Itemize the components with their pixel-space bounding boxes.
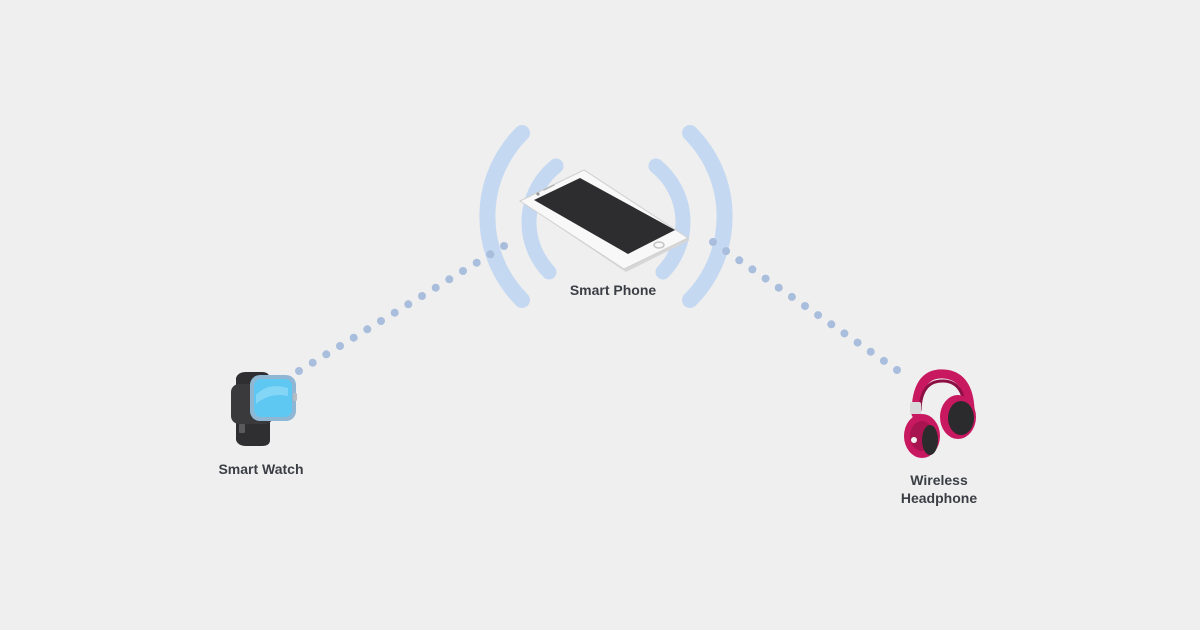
connection-dot	[349, 333, 358, 342]
signal-wave-inner-left	[521, 158, 564, 280]
connection-dot	[853, 338, 862, 347]
signal-wave-outer-left	[479, 125, 530, 308]
connection-dot	[404, 300, 413, 309]
connection-dot	[814, 311, 823, 320]
connection-dot	[377, 317, 385, 325]
connection-dot	[722, 247, 731, 256]
connection-dot	[866, 347, 875, 356]
signal-waves-icon	[479, 125, 733, 308]
connection-dot	[748, 265, 757, 274]
connection-line-headphone	[709, 238, 901, 374]
connection-dot	[774, 283, 783, 292]
connection-dot	[801, 302, 809, 310]
wireless-headphone-label: Wireless Headphone	[859, 471, 1019, 507]
smartwatch-icon	[231, 372, 297, 446]
connection-dot	[418, 292, 426, 300]
smart-watch-label: Smart Watch	[218, 461, 304, 477]
wireless-headphone-label-line1: Wireless	[910, 472, 968, 488]
connection-dot	[390, 308, 399, 317]
connection-dot	[308, 358, 317, 367]
connection-dot	[486, 250, 495, 259]
signal-wave-inner-right	[648, 158, 691, 280]
connection-dot	[893, 366, 901, 374]
connection-dot	[322, 350, 331, 359]
connection-dot	[363, 325, 372, 334]
signal-wave-outer-right	[682, 125, 733, 308]
connection-dot	[761, 274, 770, 283]
headphones-icon	[904, 369, 976, 458]
connection-dot	[336, 342, 344, 350]
connection-dot	[735, 256, 744, 265]
connection-dot	[827, 320, 836, 329]
connection-dot	[879, 356, 888, 365]
connection-dot	[787, 292, 796, 301]
connection-line-watch	[295, 242, 508, 375]
connection-dot	[500, 242, 508, 250]
connection-dot	[295, 367, 303, 375]
wireless-headphone-label-line2: Headphone	[900, 490, 978, 506]
connection-dot	[840, 329, 849, 338]
smartphone-icon	[518, 169, 690, 272]
connection-dot	[431, 283, 440, 292]
connection-dot	[472, 258, 481, 267]
connection-dot	[459, 267, 467, 275]
connection-dot	[709, 238, 717, 246]
smart-phone-label: Smart Phone	[569, 282, 657, 298]
connection-dot	[445, 275, 454, 284]
